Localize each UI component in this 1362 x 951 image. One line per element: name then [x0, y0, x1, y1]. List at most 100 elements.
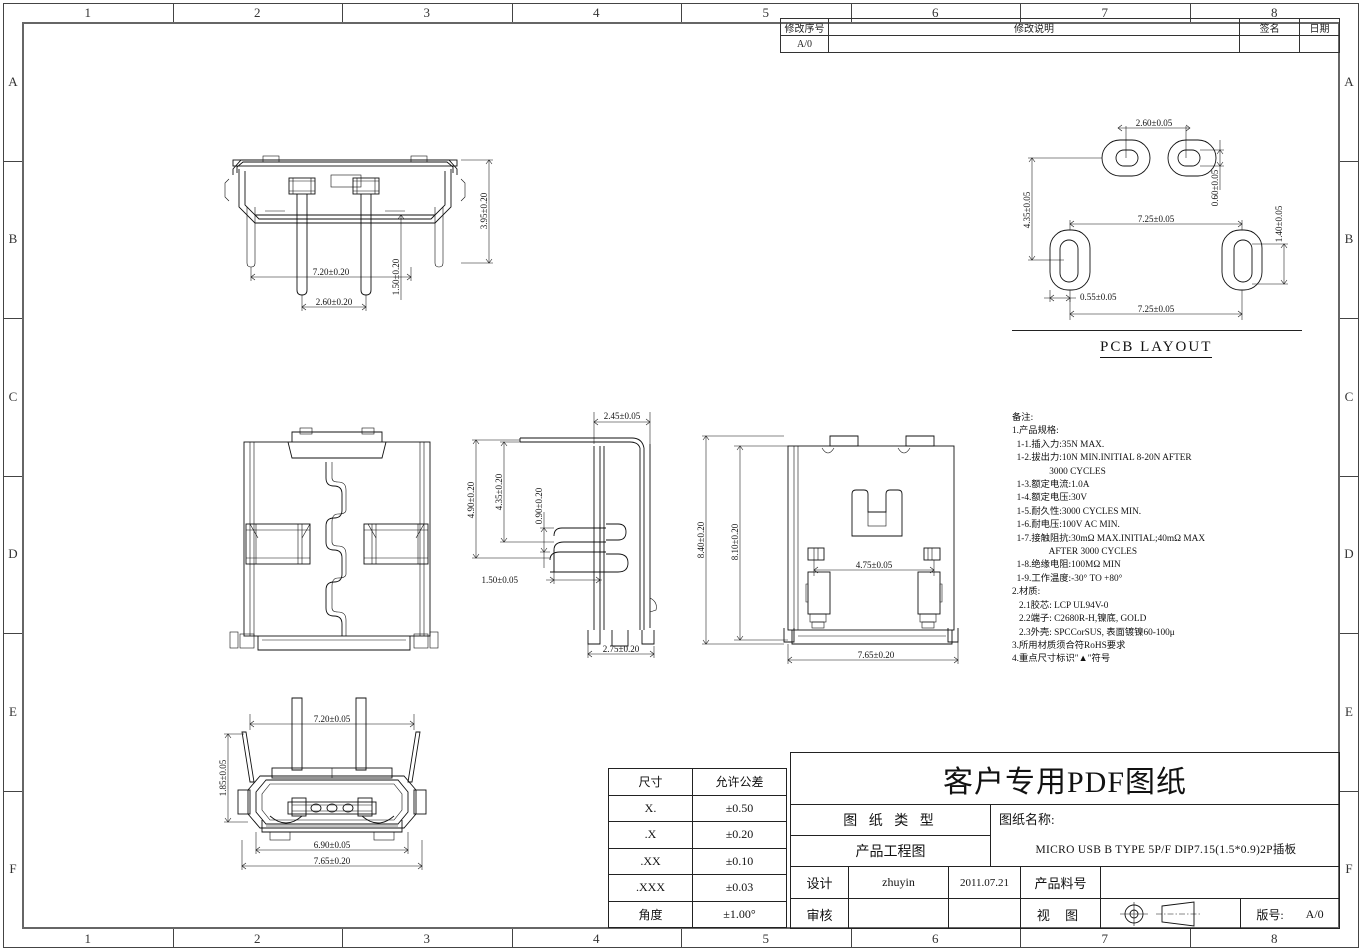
note-line: 1-4.额定电压:30V [1012, 493, 1088, 504]
zone-tick [3, 318, 22, 319]
zone-tick [1189, 3, 1191, 22]
zone-column-label: 4 [593, 5, 600, 20]
dimension-pcb-pitch-lower: 7.25±0.05 [1138, 304, 1175, 314]
table-row: 角度 ±1.00° [608, 900, 787, 928]
first-angle-projection-icon [1119, 901, 1200, 927]
zone-tick [681, 3, 682, 22]
table-row: .XXX ±0.03 [608, 874, 787, 902]
dimension-pcb-pitch-upper: 7.25±0.05 [1138, 214, 1175, 224]
zone-tick [1340, 160, 1359, 162]
dimension-side-foot-width: 2.75±0.20 [603, 644, 640, 654]
front-view-drawing: 3.95±0.20 7.20±0.20 2.60±0.20 1.50±0.20 [224, 155, 493, 311]
zone-tick [1340, 633, 1359, 634]
zone-tick [172, 3, 174, 22]
zone-column-label: 4 [593, 931, 600, 946]
tolerance-dimension: 角度 [608, 900, 693, 928]
dimension-side-pin-length: 1.50±0.05 [482, 575, 519, 585]
zone-column-label: 8 [1271, 5, 1278, 20]
zone-row-label: C [1344, 388, 1354, 404]
zone-tick [850, 929, 852, 948]
side-view-drawing: 2.45±0.05 4.90±0.20 4.35±0.20 0.90±0.20 … [466, 411, 657, 658]
zone-column-label: 3 [423, 931, 431, 946]
dimension-bottom-pin-pitch: 7.20±0.05 [314, 714, 351, 724]
zone-row-label: A [8, 73, 18, 89]
zone-column-label: 3 [423, 5, 431, 20]
dimension-pcb-pad-height-top: 0.60±0.05 [1210, 169, 1220, 206]
revision-row-no: A/0 [780, 35, 829, 53]
zone-row-label: B [8, 231, 18, 247]
zone-row-label: F [9, 861, 17, 877]
note-line: 2.3外壳: SPCCorSUS, 表面镀镍60-100μ [1012, 627, 1175, 638]
tolerance-dimension: .X [608, 821, 693, 849]
revision-header-description: 修改说明 [827, 18, 1241, 36]
projection-symbol-cell [1101, 899, 1241, 929]
dimension-pcb-row-spacing: 4.35±0.05 [1022, 191, 1032, 228]
zone-row-label: B [1344, 231, 1354, 247]
dimension-pcb-pad-height-bottom: 1.40±0.05 [1274, 205, 1284, 242]
zone-column-label: 6 [932, 931, 939, 946]
note-line: 2.材质: [1012, 587, 1041, 598]
version-cell: 版号: A/0 [1241, 899, 1339, 929]
notes-block: 备注:1.产品规格: 1-1.插入力:35N MAX. 1-2.拔出力:10N … [1012, 412, 1312, 667]
zone-tick [1340, 790, 1359, 792]
zone-tick [681, 929, 682, 948]
sheet-inner-frame [22, 22, 1340, 929]
note-line: 1-1.插入力:35N MAX. [1012, 439, 1105, 450]
pcb-layout-rule [1012, 330, 1302, 331]
zone-tick [1189, 929, 1191, 948]
dimension-rear-terminal-pitch: 4.75±0.05 [856, 560, 893, 570]
design-date: 2011.07.21 [949, 867, 1021, 898]
zone-column-label: 5 [762, 931, 770, 946]
dimension-pcb-pad-offset: 0.55±0.05 [1080, 292, 1117, 302]
zone-tick [1020, 3, 1021, 22]
zone-tick [3, 475, 22, 477]
revision-header-signature: 签名 [1239, 18, 1301, 36]
dimension-side-top-width: 2.45±0.05 [604, 411, 641, 421]
dimension-bottom-outer-width: 7.65±0.20 [314, 856, 351, 866]
check-date [949, 899, 1021, 929]
note-line: 1-5.耐久性:3000 CYCLES MIN. [1012, 506, 1142, 517]
zone-tick [511, 929, 513, 948]
revision-row-description [827, 35, 1241, 53]
zone-row-label: D [8, 546, 18, 562]
dimension-side-height-mid: 4.35±0.20 [494, 473, 504, 510]
version-label: 版号: [1256, 907, 1284, 922]
tolerance-value: ±1.00° [692, 900, 787, 928]
dimension-front-height: 3.95±0.20 [479, 192, 489, 229]
zone-column-label: 7 [1101, 5, 1109, 20]
zone-tick [1340, 475, 1359, 477]
drawing-type-label: 图 纸 类 型 [791, 805, 990, 836]
note-line: 2.2端子: C2680R-H,镍底, GOLD [1012, 614, 1147, 625]
note-line: 4.重点尺寸标识"▲"符号 [1012, 654, 1111, 665]
dimension-side-pin-gap: 0.90±0.20 [534, 487, 544, 524]
zone-tick [1340, 318, 1359, 319]
designer-name: zhuyin [849, 867, 949, 898]
part-number-label: 产品料号 [1021, 867, 1101, 898]
dimension-pcb-pad-pitch-top: 2.60±0.05 [1136, 118, 1173, 128]
zone-row-label: E [9, 703, 17, 719]
note-line: 1.产品规格: [1012, 426, 1059, 437]
zone-column-label: 2 [254, 931, 261, 946]
note-line: 1-3.额定电流:1.0A [1012, 480, 1090, 491]
zone-row-label: D [1344, 546, 1354, 562]
zone-column-label: 5 [762, 5, 770, 20]
tolerance-value: ±0.50 [692, 794, 787, 822]
check-label: 审核 [791, 899, 849, 929]
tolerance-table: 尺寸 允许公差 X. ±0.50 .X ±0.20 .XX ±0.10 .XXX… [608, 768, 787, 928]
pcb-layout-drawing: 2.60±0.05 4.35±0.05 0.60±0.05 1.40±0.05 … [1022, 118, 1288, 320]
checker-name [849, 899, 949, 929]
tolerance-header-row: 尺寸 允许公差 [608, 768, 787, 796]
title-block-row-design: 设计 zhuyin 2011.07.21 产品料号 [791, 867, 1339, 899]
tolerance-header-dimension: 尺寸 [608, 768, 693, 796]
note-line: 1-9.工作温度:-30° TO +80° [1012, 573, 1123, 584]
zone-row-label: A [1344, 73, 1354, 89]
dimension-bottom-inner-width: 6.90±0.05 [314, 840, 351, 850]
pcb-layout-caption: PCB LAYOUT [1100, 339, 1213, 358]
zone-column-label: 1 [84, 931, 92, 946]
drawing-name-value: MICRO USB B TYPE 5P/F DIP7.15(1.5*0.9)2P… [1035, 844, 1297, 856]
dimension-front-leg: 1.50±0.20 [391, 258, 401, 295]
revision-row-signature [1239, 35, 1301, 53]
version-value: A/0 [1305, 906, 1324, 921]
zone-tick [342, 929, 343, 948]
